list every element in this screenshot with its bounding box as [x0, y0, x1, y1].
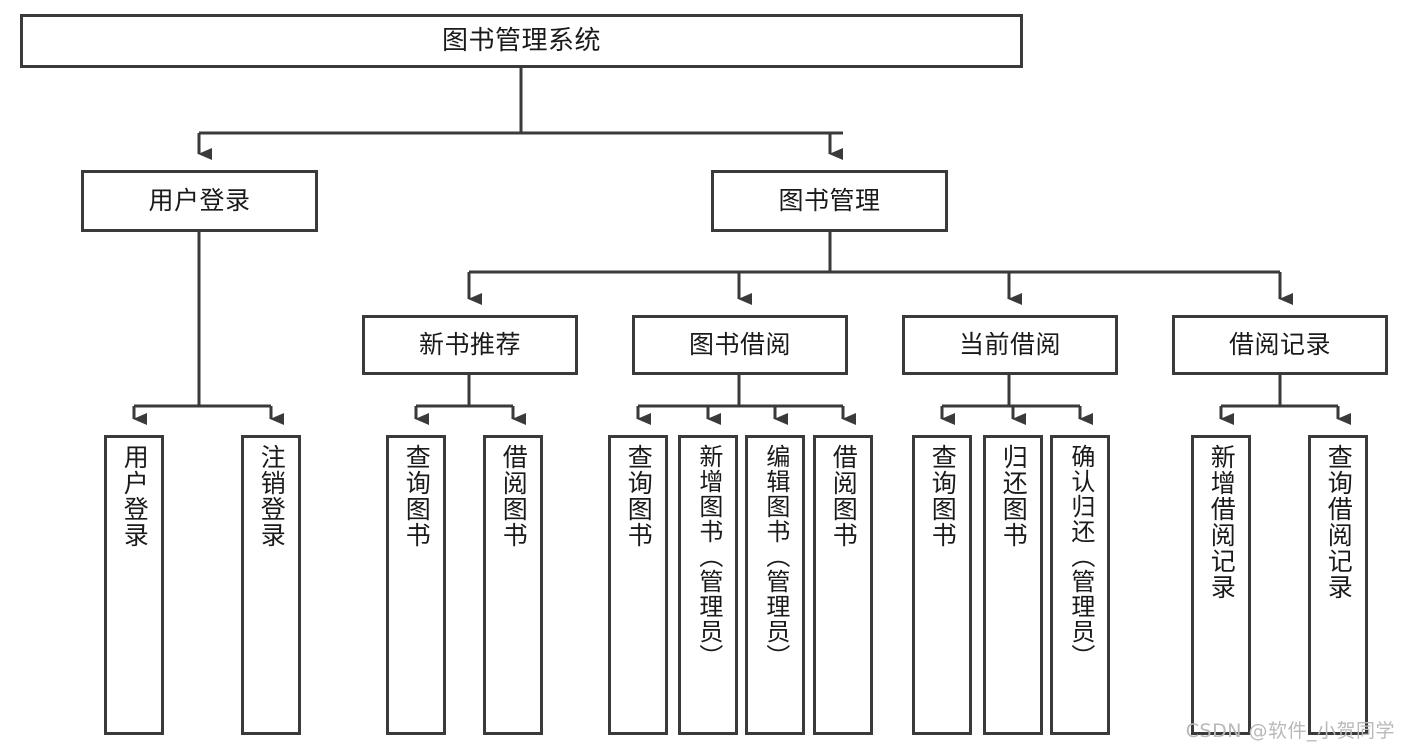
leaf-label: 借阅图书 — [829, 444, 859, 548]
node-leaf-query-borrow-record[interactable]: 查询借阅记录 — [1308, 435, 1368, 735]
leaf-label: 用户登录 — [120, 444, 150, 548]
node-current-borrow[interactable]: 当前借阅 — [902, 315, 1118, 375]
leaf-label: 确认归还（管理员） — [1066, 444, 1095, 669]
node-new-book-recommend[interactable]: 新书推荐 — [362, 315, 578, 375]
node-leaf-add-book-admin[interactable]: 新增图书（管理员） — [678, 435, 738, 735]
leaf-label: 新增图书（管理员） — [694, 444, 723, 669]
leaf-label: 编辑图书（管理员） — [761, 444, 790, 669]
leaf-label: 归还图书 — [999, 444, 1029, 548]
leaf-label: 新增借阅记录 — [1207, 444, 1237, 600]
node-leaf-borrow-book-1[interactable]: 借阅图书 — [483, 435, 543, 735]
node-leaf-query-book-3[interactable]: 查询图书 — [912, 435, 972, 735]
node-borrow-record[interactable]: 借阅记录 — [1172, 315, 1388, 375]
node-user-login[interactable]: 用户登录 — [81, 170, 318, 232]
node-book-borrow[interactable]: 图书借阅 — [632, 315, 848, 375]
node-leaf-user-login[interactable]: 用户登录 — [104, 435, 164, 735]
node-leaf-return-book[interactable]: 归还图书 — [983, 435, 1043, 735]
node-leaf-add-borrow-record[interactable]: 新增借阅记录 — [1191, 435, 1251, 735]
node-leaf-logout-login[interactable]: 注销登录 — [241, 435, 301, 735]
leaf-label: 查询借阅记录 — [1324, 444, 1354, 600]
leaf-label: 查询图书 — [402, 444, 432, 548]
node-leaf-confirm-return-admin[interactable]: 确认归还（管理员） — [1050, 435, 1110, 735]
leaf-label: 查询图书 — [624, 444, 654, 548]
leaf-label: 借阅图书 — [499, 444, 529, 548]
node-book-management[interactable]: 图书管理 — [711, 170, 948, 232]
leaf-label: 注销登录 — [257, 444, 287, 548]
leaf-label: 查询图书 — [928, 444, 958, 548]
node-leaf-query-book-2[interactable]: 查询图书 — [608, 435, 668, 735]
watermark-text: CSDN @软件_小贺同学 — [1185, 720, 1395, 742]
node-leaf-query-book-1[interactable]: 查询图书 — [386, 435, 446, 735]
node-leaf-borrow-book-2[interactable]: 借阅图书 — [813, 435, 873, 735]
node-leaf-edit-book-admin[interactable]: 编辑图书（管理员） — [745, 435, 805, 735]
node-root[interactable]: 图书管理系统 — [20, 14, 1023, 68]
